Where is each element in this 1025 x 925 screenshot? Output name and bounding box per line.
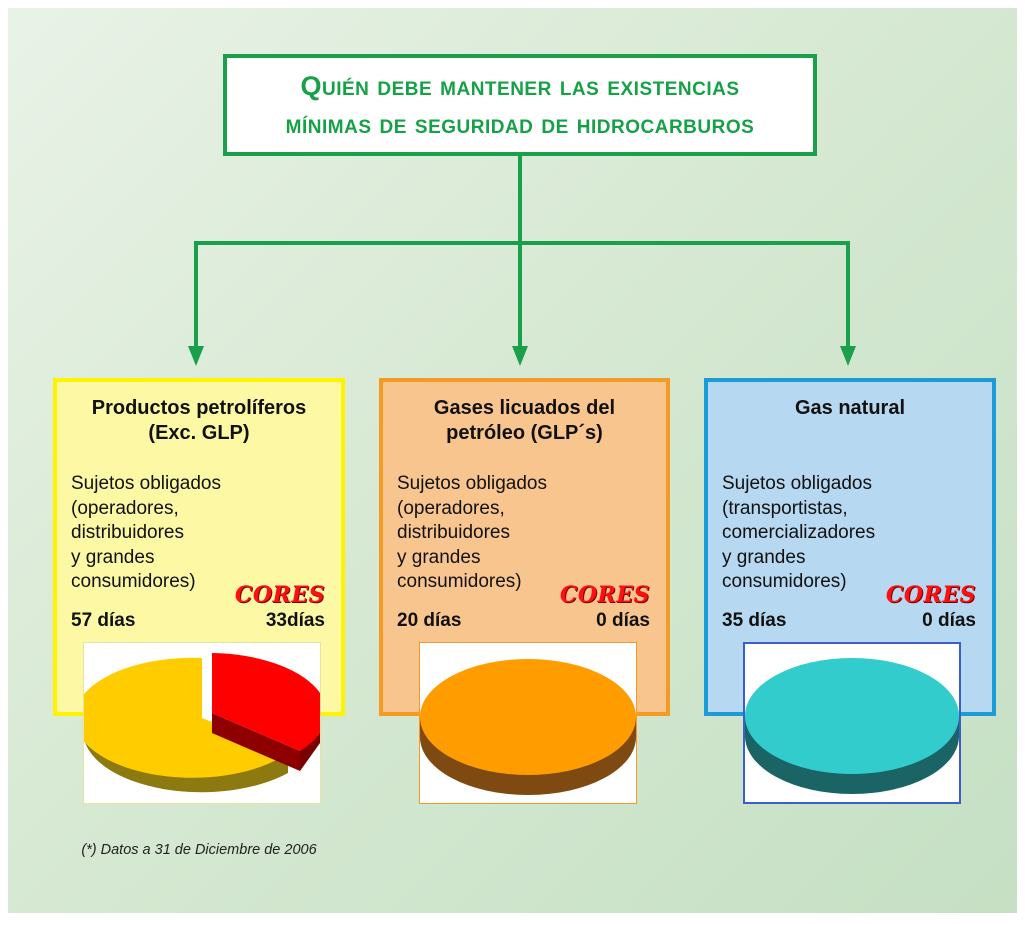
pie-chart [420,659,636,795]
cores-days: 0 días [922,610,976,631]
obligated-days: 35 días [722,610,787,631]
panel-title-text: Gas natural [794,397,906,419]
arrowhead-right [840,346,856,366]
panel-title: Gas natural [722,396,978,446]
pie-slice-side-sujetos [84,718,288,793]
pie-chart-frame [74,642,327,804]
diagram-title-box: Quién debe mantener las existencias míni… [223,54,817,156]
cores-days: 33días [265,610,325,631]
pie-slice-sujetos [74,657,289,778]
cores-label: CORES [234,582,325,608]
pie-slice-sujetos [420,659,636,775]
footnote: (*) Datos a 31 de Diciembre de 2006 [81,842,317,858]
pie-chart [745,658,959,794]
arrowhead-middle [512,346,528,366]
arrowhead-left [188,346,204,366]
obligated-days: 57 días [71,610,136,631]
panel-productos-petroliferos: Productos petrolíferos (Exc. GLP) Sujeto… [53,378,345,858]
panel-title-text: Gases licuados del petróleo (GLP´s) [433,397,616,444]
panel-title: Gases licuados del petróleo (GLP´s) [397,396,652,446]
panel-title-text: Productos petrolíferos (Exc. GLP) [91,397,307,444]
pie-slice-sujetos [745,658,959,774]
panel-gases-licuados: Gases licuados del petróleo (GLP´s) Suje… [379,378,670,804]
pie-slice-cores [212,653,327,751]
panel-gas-natural: Gas natural Sujetos obligados (transport… [704,378,996,804]
pie-chart-frame [419,642,637,804]
cores-days: 0 días [596,610,650,631]
pie-slice-side-cores-2 [212,713,300,771]
diagram-title-line-1: Quién debe mantener las existencias [300,71,740,101]
pie-chart [74,653,327,793]
panel-description: Sujetos obligados (operadores, distribui… [71,473,221,592]
obligated-days: 20 días [397,610,462,631]
diagram-title-line-2: mínimas de seguridad de hidrocarburos [285,109,755,139]
cores-label: CORES [885,582,976,608]
cores-label: CORES [559,582,650,608]
panel-description: Sujetos obligados (operadores, distribui… [397,473,547,592]
pie-chart-frame [743,642,961,804]
panel-description: Sujetos obligados (transportistas, comer… [722,473,876,592]
panel-title: Productos petrolíferos (Exc. GLP) [71,396,327,446]
